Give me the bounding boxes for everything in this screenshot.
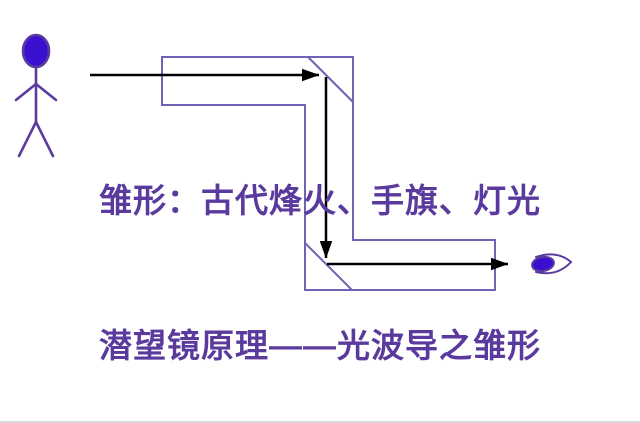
figure-leg-left — [17, 120, 38, 158]
light-rays — [90, 68, 509, 271]
stick-figure-icon — [14, 33, 58, 158]
figure-arm-left — [14, 82, 38, 102]
eye-upper-lid — [535, 253, 572, 263]
eye-pupil — [531, 255, 555, 273]
figure-arm-right — [34, 82, 58, 102]
periscope-tube — [161, 56, 496, 291]
eye-icon — [531, 253, 572, 275]
figure-head — [21, 33, 51, 69]
bottom-mirror — [304, 242, 353, 291]
caption-prototype: 雏形：古代烽火、手旗、灯光 — [99, 182, 541, 219]
tube-outline — [161, 56, 496, 291]
figure-leg-right — [34, 120, 55, 158]
top-mirror — [307, 56, 354, 103]
caption-principle: 潜望镜原理——光波导之雏形 — [99, 327, 541, 364]
eye-lower-lid — [535, 261, 572, 275]
